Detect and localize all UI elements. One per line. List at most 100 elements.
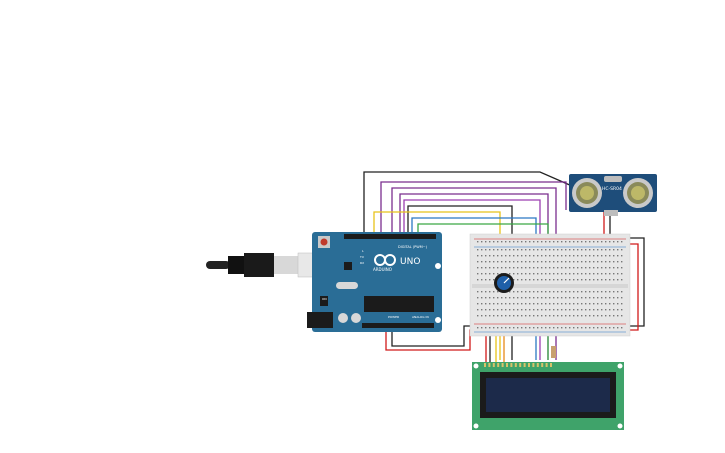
breadboard-hole: [525, 249, 527, 251]
lcd-pin[interactable]: [528, 363, 530, 367]
breadboard-hole: [561, 267, 563, 269]
lcd-pin[interactable]: [484, 363, 486, 367]
breadboard-hole: [589, 241, 591, 243]
lcd-pin[interactable]: [523, 363, 526, 367]
breadboard-hole: [553, 297, 555, 299]
breadboard-hole: [597, 297, 599, 299]
breadboard-hole: [537, 255, 539, 257]
lcd-pin[interactable]: [514, 363, 517, 367]
breadboard-hole: [577, 267, 579, 269]
lcd-pin[interactable]: [506, 363, 508, 367]
breadboard-hole: [485, 279, 487, 281]
breadboard-hole: [569, 291, 571, 293]
breadboard-hole: [553, 273, 555, 275]
breadboard-hole: [509, 309, 511, 311]
breadboard-hole: [581, 291, 583, 293]
ultrasonic-sensor[interactable]: HC-SR04: [569, 174, 657, 216]
wire-purple-1[interactable]: [380, 181, 567, 236]
breadboard-hole: [581, 327, 583, 329]
breadboard-hole: [545, 303, 547, 305]
breadboard-hole: [549, 261, 551, 263]
breadboard-hole: [489, 249, 491, 251]
breadboard-hole: [481, 291, 483, 293]
breadboard-hole: [613, 241, 615, 243]
breadboard-hole: [541, 297, 543, 299]
breadboard-hole: [489, 303, 491, 305]
breadboard-hole: [597, 241, 599, 243]
breadboard-hole: [597, 267, 599, 269]
breadboard-hole: [477, 267, 479, 269]
breadboard-hole: [565, 267, 567, 269]
breadboard-hole: [513, 315, 515, 317]
lcd-pin[interactable]: [545, 363, 548, 367]
breadboard-hole: [577, 327, 579, 329]
breadboard-hole: [613, 261, 615, 263]
breadboard-hole: [617, 291, 619, 293]
breadboard-hole: [509, 327, 511, 329]
breadboard-hole: [617, 279, 619, 281]
resistor[interactable]: [551, 346, 556, 358]
breadboard-hole: [545, 241, 547, 243]
lcd-pin[interactable]: [541, 363, 544, 367]
lcd-pin[interactable]: [536, 363, 539, 367]
breadboard-hole: [481, 309, 483, 311]
breadboard-hole: [573, 261, 575, 263]
breadboard-hole: [497, 327, 499, 329]
lcd-pin[interactable]: [497, 363, 500, 367]
wire-black-top[interactable]: [363, 171, 573, 236]
breadboard-hole: [553, 327, 555, 329]
breadboard-hole: [593, 315, 595, 317]
breadboard-hole: [593, 309, 595, 311]
breadboard-hole: [521, 255, 523, 257]
breadboard-hole: [545, 297, 547, 299]
breadboard-hole: [613, 249, 615, 251]
breadboard-hole: [513, 255, 515, 257]
breadboard-hole: [605, 309, 607, 311]
breadboard-hole: [501, 261, 503, 263]
lcd-pin[interactable]: [510, 363, 513, 367]
breadboard-hole: [589, 273, 591, 275]
breadboard-hole: [617, 249, 619, 251]
breadboard-hole: [597, 255, 599, 257]
lcd-screen: [486, 378, 610, 412]
breadboard-hole: [537, 273, 539, 275]
breadboard-hole: [481, 255, 483, 257]
breadboard-hole: [509, 255, 511, 257]
breadboard-hole: [505, 297, 507, 299]
lcd-pin[interactable]: [492, 363, 495, 367]
breadboard-hole: [597, 249, 599, 251]
breadboard-hole: [525, 241, 527, 243]
breadboard[interactable]: [469, 233, 631, 337]
breadboard-hole: [533, 279, 535, 281]
wire-black-sensor[interactable]: [609, 212, 645, 327]
lcd-pin[interactable]: [550, 363, 552, 367]
breadboard-hole: [509, 303, 511, 305]
breadboard-hole: [529, 249, 531, 251]
lcd-pin[interactable]: [501, 363, 504, 367]
breadboard-hole: [585, 315, 587, 317]
lcd-pin[interactable]: [488, 363, 491, 367]
wire-red-sensor[interactable]: [603, 212, 639, 331]
breadboard-hole: [557, 241, 559, 243]
breadboard-hole: [557, 315, 559, 317]
breadboard-hole: [501, 241, 503, 243]
breadboard-hole: [597, 291, 599, 293]
arduino-brand-text: ARDUINO: [373, 267, 392, 272]
breadboard-hole: [541, 267, 543, 269]
breadboard-hole: [545, 273, 547, 275]
arduino-uno-board[interactable]: UNO ARDUINO DIGITAL (PWM~) POWER ANALOG …: [307, 232, 442, 332]
potentiometer[interactable]: [494, 273, 514, 293]
lcd-pin[interactable]: [532, 363, 535, 367]
breadboard-hole: [597, 279, 599, 281]
breadboard-hole: [561, 291, 563, 293]
breadboard-hole: [541, 249, 543, 251]
breadboard-hole: [577, 279, 579, 281]
breadboard-hole: [601, 315, 603, 317]
breadboard-hole: [477, 249, 479, 251]
breadboard-hole: [525, 261, 527, 263]
lcd-16x2[interactable]: [472, 362, 624, 430]
breadboard-hole: [569, 273, 571, 275]
lcd-pin[interactable]: [519, 363, 522, 367]
breadboard-hole: [521, 327, 523, 329]
